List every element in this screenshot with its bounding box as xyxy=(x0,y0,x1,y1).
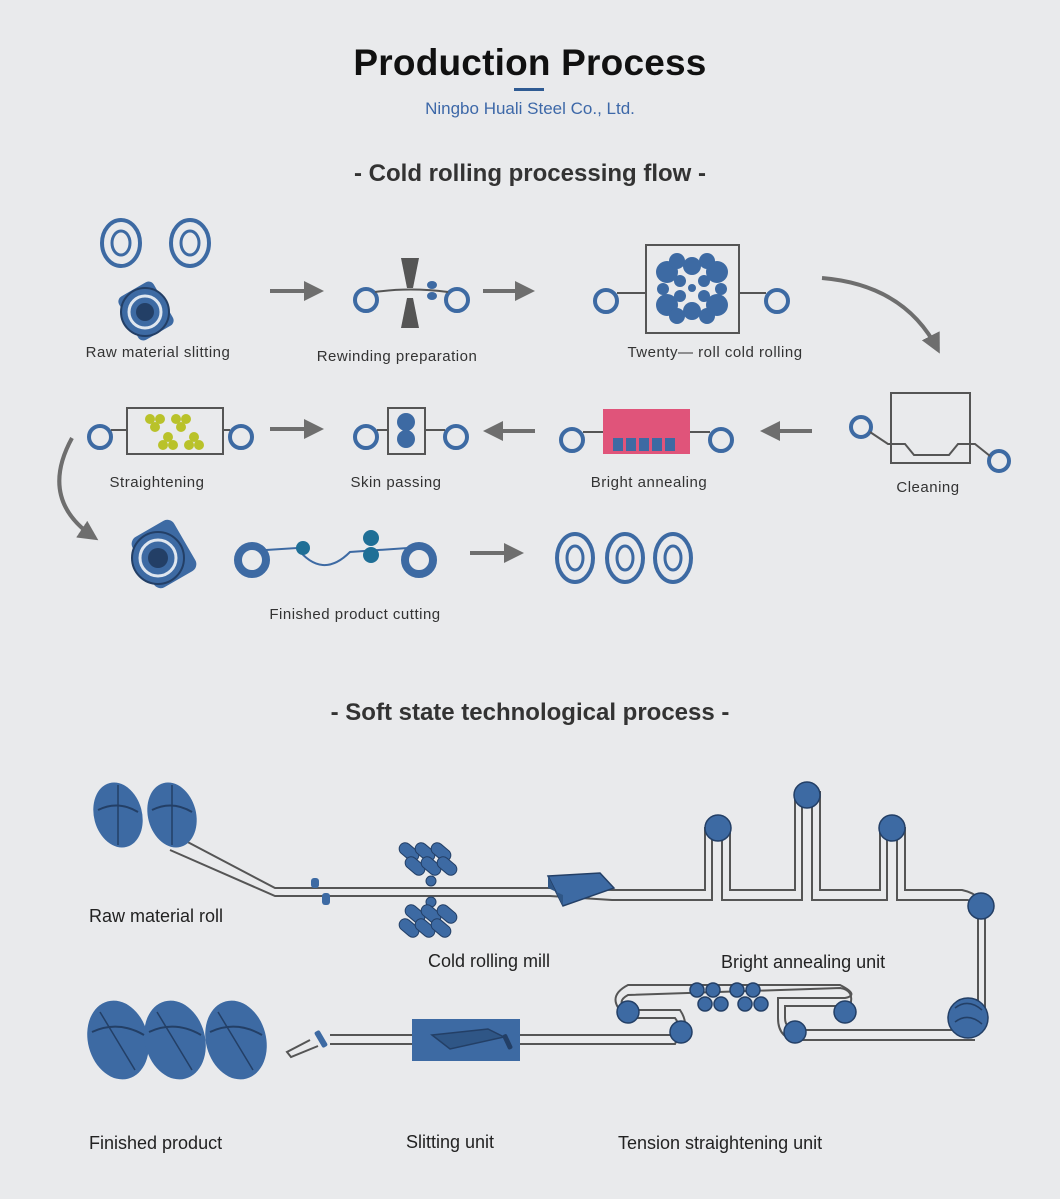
strip-path xyxy=(169,791,986,1059)
guide-roller xyxy=(322,893,330,905)
coil-icon-small-2 xyxy=(169,218,211,268)
label-raw-material-roll: Raw material roll xyxy=(89,906,224,926)
title-underline xyxy=(514,88,544,91)
label-slitting-unit: Slitting unit xyxy=(406,1132,495,1152)
coil-icon-small-1 xyxy=(100,218,142,268)
page-title: Production Process xyxy=(353,42,707,83)
cleaning-tank-icon xyxy=(849,392,1011,473)
cutting-line-icon xyxy=(234,530,437,578)
slitting-blade xyxy=(314,1030,328,1048)
twenty-roll-mill-icon xyxy=(593,244,790,334)
label-straightening: Straightening xyxy=(109,474,205,491)
annealing-box-icon xyxy=(546,872,616,907)
cold-rolling-mill-icon xyxy=(398,842,458,938)
tension-straightening-icon xyxy=(616,982,857,1044)
label-finished-product-cutting: Finished product cutting xyxy=(269,606,441,623)
finished-coil-icon xyxy=(131,519,197,589)
label-bright-annealing-unit: Bright annealing unit xyxy=(721,952,886,972)
label-skin-passing: Skin passing xyxy=(350,474,442,491)
label-twenty-roll-cold-rolling: Twenty— roll cold rolling xyxy=(627,344,803,361)
roll-highlight xyxy=(954,1002,983,1025)
label-cleaning: Cleaning xyxy=(896,479,960,496)
label-cold-rolling-mill: Cold rolling mill xyxy=(428,951,551,971)
slitting-unit-icon xyxy=(412,1019,520,1061)
soft-state-section-title: - Soft state technological process - xyxy=(330,699,730,726)
label-bright-annealing: Bright annealing xyxy=(590,474,708,491)
annealing-rollers-icon xyxy=(704,781,995,1039)
label-raw-material-slitting: Raw material slitting xyxy=(85,344,231,361)
big-coil-icon xyxy=(118,281,174,341)
flow-arrow-curved xyxy=(57,437,99,541)
company-name: Ningbo Huali Steel Co., Ltd. xyxy=(425,99,635,118)
label-rewinding-preparation: Rewinding preparation xyxy=(316,348,478,365)
raw-material-roll-icon xyxy=(93,782,197,848)
skin-pass-icon xyxy=(353,407,469,455)
flow-arrow-curved xyxy=(821,276,940,354)
straightening-icon xyxy=(87,407,254,455)
label-finished-product: Finished product xyxy=(89,1133,223,1153)
guide-roller xyxy=(311,878,319,888)
annealing-furnace-icon xyxy=(559,409,734,454)
label-tension-straightening-unit: Tension straightening unit xyxy=(618,1133,823,1153)
finished-product-coils-icon xyxy=(87,1000,267,1080)
rewinding-icon xyxy=(353,258,470,328)
cut-coils-icon xyxy=(555,532,693,584)
cold-rolling-section-title: - Cold rolling processing flow - xyxy=(354,160,706,187)
